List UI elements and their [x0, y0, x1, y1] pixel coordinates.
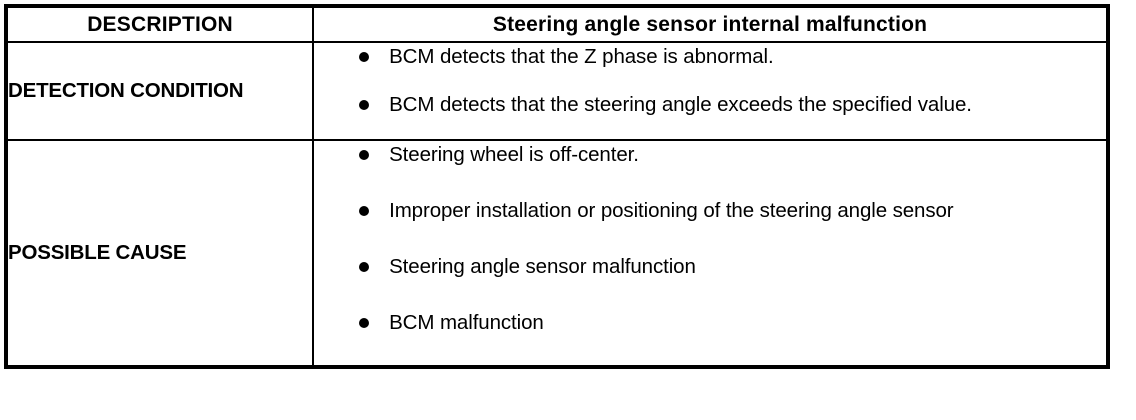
- possible-cause-list: Steering wheel is off-center. Improper i…: [314, 141, 1106, 336]
- row-label-possible-cause: POSSIBLE CAUSE: [4, 139, 315, 368]
- table-row-detection-condition: DETECTION CONDITION BCM detects that the…: [4, 41, 1109, 141]
- list-item: BCM malfunction: [314, 309, 1106, 336]
- list-item: Steering wheel is off-center.: [314, 141, 1106, 168]
- dtc-description-table: DESCRIPTION Steering angle sensor intern…: [4, 4, 1110, 369]
- possible-cause-cell: Steering wheel is off-center. Improper i…: [312, 139, 1109, 368]
- list-item: BCM detects that the Z phase is abnormal…: [314, 43, 1106, 70]
- list-item-text: BCM detects that the steering angle exce…: [389, 93, 972, 116]
- row-label-detection-condition: DETECTION CONDITION: [4, 41, 315, 141]
- bullet-dot-icon: [359, 262, 370, 272]
- bullet-dot-icon: [359, 100, 370, 110]
- header-cell-malfunction-title: Steering angle sensor internal malfuncti…: [312, 5, 1109, 43]
- bullet-dot-icon: [359, 150, 370, 160]
- bullet-dot-icon: [359, 318, 370, 328]
- table-row-possible-cause: POSSIBLE CAUSE Steering wheel is off-cen…: [4, 139, 1109, 368]
- list-item-text: BCM detects that the Z phase is abnormal…: [389, 45, 774, 68]
- list-item: BCM detects that the steering angle exce…: [314, 91, 1106, 118]
- list-item: Improper installation or positioning of …: [314, 197, 1106, 224]
- list-item-text: Improper installation or positioning of …: [389, 199, 954, 222]
- list-item: Steering angle sensor malfunction: [314, 253, 1106, 280]
- table-header-row: DESCRIPTION Steering angle sensor intern…: [4, 5, 1109, 43]
- list-item-text: Steering wheel is off-center.: [389, 143, 639, 166]
- bullet-dot-icon: [359, 52, 370, 62]
- bullet-dot-icon: [359, 206, 370, 216]
- detection-condition-cell: BCM detects that the Z phase is abnormal…: [312, 41, 1109, 141]
- header-cell-description: DESCRIPTION: [4, 5, 315, 43]
- list-item-text: BCM malfunction: [389, 311, 544, 334]
- list-item-text: Steering angle sensor malfunction: [389, 255, 696, 278]
- detection-condition-list: BCM detects that the Z phase is abnormal…: [314, 43, 1106, 118]
